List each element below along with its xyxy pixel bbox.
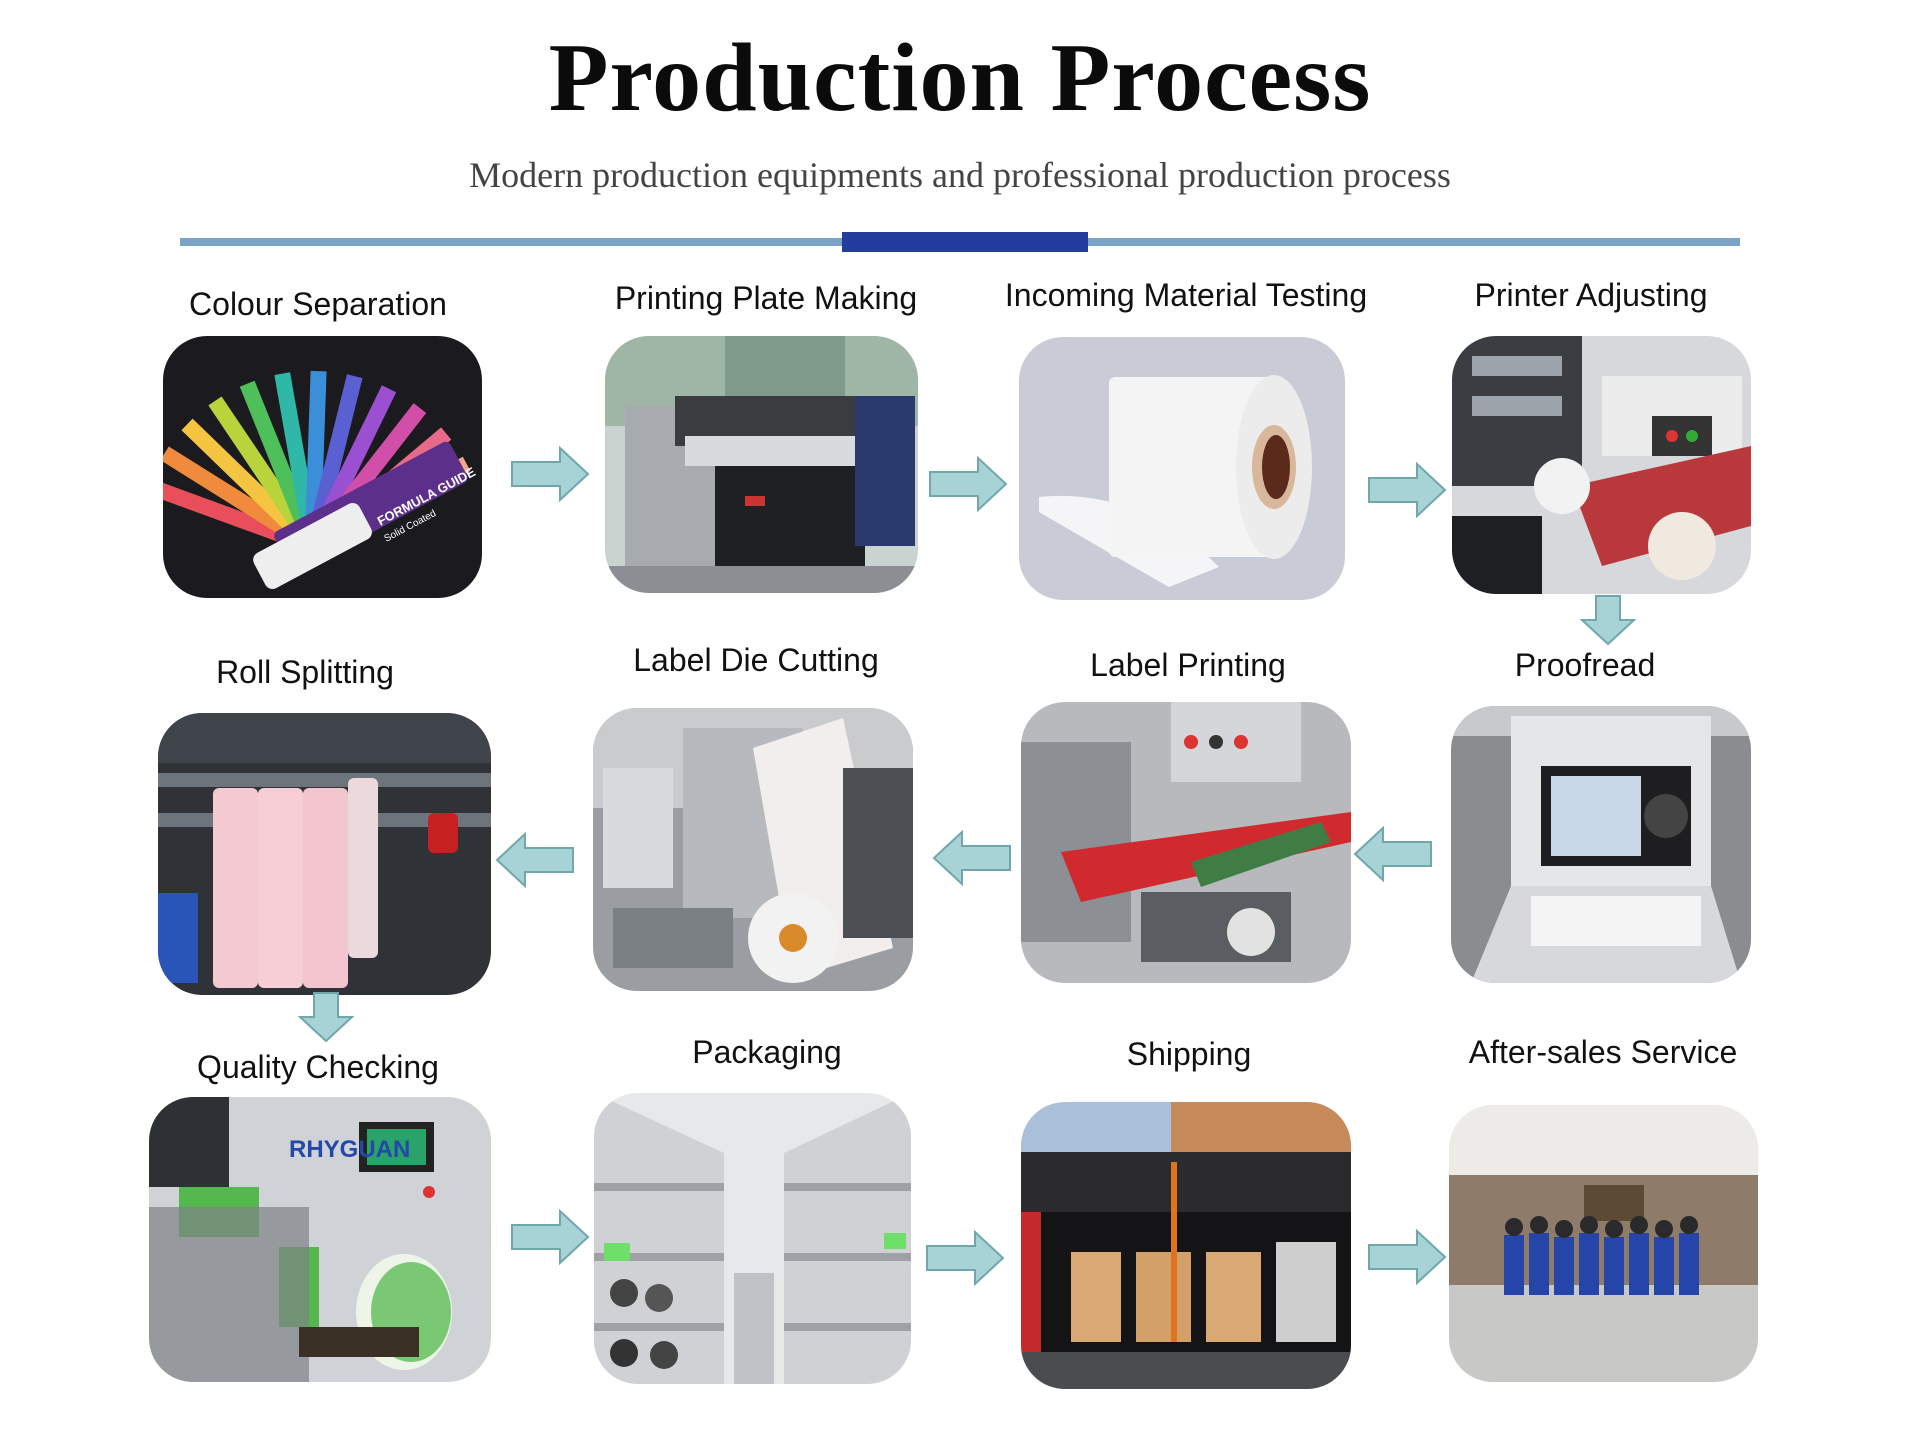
photo-printer-adjusting (1452, 336, 1751, 594)
arrow-right-6 (1367, 1229, 1447, 1285)
arrow-down-2 (298, 991, 354, 1043)
header-divider-accent (842, 232, 1088, 252)
page-subtitle: Modern production equipments and profess… (469, 155, 1451, 195)
step-label-quality-checking: Quality Checking (197, 1049, 439, 1085)
photo-proofread (1451, 706, 1751, 983)
photo-shipping (1021, 1102, 1351, 1389)
arrow-right-1 (510, 446, 590, 502)
arrow-down-1 (1580, 594, 1636, 646)
step-label-incoming-material-testing: Incoming Material Testing (1004, 277, 1368, 313)
arrow-right-4 (510, 1209, 590, 1265)
step-label-colour-separation: Colour Separation (189, 286, 447, 322)
rewinder-brand-text: RHYGUAN (289, 1136, 410, 1163)
step-label-proofread: Proofread (1514, 647, 1656, 683)
photo-label-die-cutting (593, 708, 913, 991)
arrow-left-3 (495, 832, 575, 888)
page-title: Production Process (548, 24, 1372, 132)
step-label-printer-adjusting: Printer Adjusting (1474, 277, 1708, 313)
arrow-left-2 (932, 830, 1012, 886)
arrow-right-3 (1367, 462, 1447, 518)
photo-label-printing (1021, 702, 1351, 983)
photo-after-sales-service (1449, 1105, 1758, 1382)
arrow-right-2 (928, 456, 1008, 512)
step-label-packaging: Packaging (692, 1034, 842, 1070)
photo-roll-splitting (158, 713, 491, 995)
photo-incoming-material-testing (1019, 337, 1345, 600)
photo-packaging (594, 1093, 911, 1384)
step-label-after-sales-service: After-sales Service (1468, 1034, 1738, 1070)
step-label-label-printing: Label Printing (1090, 647, 1286, 683)
photo-printing-plate-making (605, 336, 918, 593)
step-label-shipping: Shipping (1126, 1036, 1252, 1072)
step-label-label-die-cutting: Label Die Cutting (633, 642, 879, 678)
arrow-left-1 (1353, 826, 1433, 882)
arrow-right-5 (925, 1230, 1005, 1286)
step-label-printing-plate-making: Printing Plate Making (614, 280, 918, 316)
step-label-roll-splitting: Roll Splitting (216, 654, 394, 690)
photo-colour-separation: FORMULA GUIDE Solid Coated (163, 336, 482, 598)
photo-quality-checking: RHYGUAN (149, 1097, 491, 1382)
